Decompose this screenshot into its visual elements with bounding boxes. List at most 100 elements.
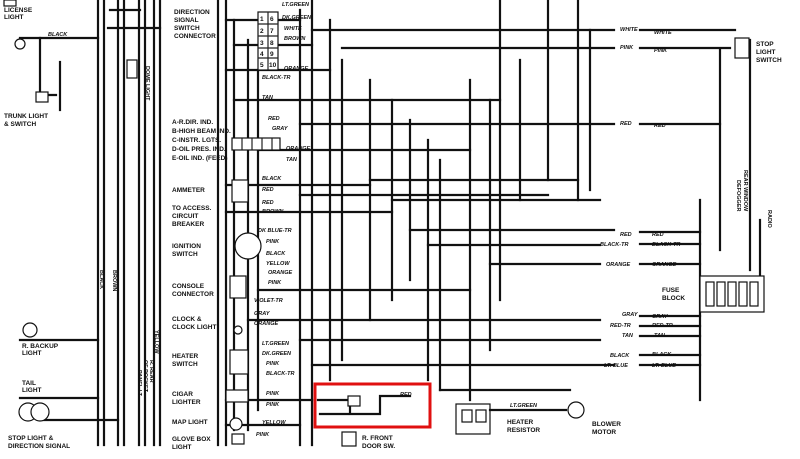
wire-lbl-red-right-2: RED xyxy=(654,123,666,129)
radio-label: RADIO xyxy=(766,210,772,228)
stop-light-switch: STOP LIGHT SWITCH xyxy=(734,37,782,64)
wire-lbl-dkbluetr: DK BLUE-TR xyxy=(258,228,292,234)
rear-defogger: REAR WINDOW DEFOGGER xyxy=(735,170,748,212)
glove-box-label-1: GLOVE BOX xyxy=(172,436,211,443)
wire-lbl-ltblue-fuse: LT. BLUE xyxy=(604,363,628,369)
indicator-block xyxy=(231,137,281,151)
highlight-cigar-circuit: RED xyxy=(313,382,432,429)
wire-lbl-black-ign: BLACK xyxy=(266,251,286,257)
front-door-label-2: DOOR SW. xyxy=(362,443,395,450)
pin-9: 9 xyxy=(270,51,274,58)
wire-lbl-orange-conn: ORANGE xyxy=(284,66,308,72)
defogger-label-2: DEFOGGER xyxy=(735,180,741,212)
wire-lbl-blacktr-fuse: BLACK-TR xyxy=(600,242,628,248)
backup-label-2: LIGHT xyxy=(22,350,42,357)
indicator-e: E-OIL IND. (FEED) xyxy=(172,155,228,162)
console-connector-symbol xyxy=(229,275,247,299)
wire-lbl-orange-fuse: ORANGE xyxy=(606,262,630,268)
wire-lbl-red-fuse-2: RED xyxy=(652,232,664,238)
blower-label-1: BLOWER xyxy=(592,421,621,428)
wire-lbl-brown-conn: BROWN xyxy=(284,36,306,42)
left-harness xyxy=(18,0,162,447)
wire-lbl-gray-fuse: GRAY xyxy=(622,312,639,318)
wire-lbl-orange-ign: ORANGE xyxy=(268,270,292,276)
glove-box-label-2: LIGHT xyxy=(172,444,192,451)
pin-8: 8 xyxy=(270,40,274,47)
ammeter-symbol xyxy=(231,179,249,203)
wire-lbl-red-breaker: RED xyxy=(262,200,274,206)
clock-label-1: CLOCK & xyxy=(172,316,202,323)
license-label-1: LICENSE xyxy=(4,7,33,14)
ignition-label-2: SWITCH xyxy=(172,251,198,258)
wire-lbl-black-amm: BLACK xyxy=(262,176,282,182)
pin-6: 6 xyxy=(270,16,274,23)
cigar-lighter-symbol xyxy=(225,389,249,403)
tail-label-1: TAIL xyxy=(22,380,36,387)
license-light: LICENSE LIGHT xyxy=(3,0,33,21)
pin-7: 7 xyxy=(270,28,274,35)
pin-10: 10 xyxy=(269,62,277,69)
blower-label-2: MOTOR xyxy=(592,429,616,436)
wire-lbl-ltgreen-heater: LT.GREEN xyxy=(262,341,290,347)
wire-lbl-ltgreen-top: LT.GREEN xyxy=(282,2,310,8)
component-labels: DIRECTION SIGNAL SWITCH CONNECTOR A-R.DI… xyxy=(172,9,231,451)
wire-lbl-gray-ind: GRAY xyxy=(272,126,289,132)
wire-lbl-orange-clock: ORANGE xyxy=(254,321,278,327)
wire-lbl-red-ind: RED xyxy=(268,116,280,122)
wire-lbl-pink-right-2: PINK xyxy=(654,48,668,54)
front-door-label-1: R. FRONT xyxy=(362,435,393,442)
ignition-switch-symbol xyxy=(234,232,262,260)
wire-lbl-gray-fuse-2: GRAY xyxy=(652,314,669,320)
wire-lbl-pink-ign: PINK xyxy=(266,239,280,245)
rear-panel-label-1: R. REAR xyxy=(148,360,154,383)
rear-panel-label-3: PANEL LT xyxy=(136,370,142,397)
wire-lbl-tan: TAN xyxy=(262,95,274,101)
wire-lbl-brown-breaker: BROWN xyxy=(262,209,284,215)
wire-lbl-pink-right: PINK xyxy=(620,45,634,51)
vert-wire-brown: BROWN xyxy=(111,270,117,291)
wire-lbl-white-right-2: WHITE xyxy=(654,30,672,36)
wire-lbl-pink-cigar: PINK xyxy=(266,391,280,397)
wire-lbl-ltblue-fuse-2: LT. BLUE xyxy=(652,363,676,369)
r-backup-light: R. BACKUP LIGHT xyxy=(22,322,59,357)
wire-label-black-top: BLACK xyxy=(48,32,68,38)
wire-lbl-dkgreen-heater: DK.GREEN xyxy=(262,351,292,357)
heater-resistor-label-2: RESISTOR xyxy=(507,427,540,434)
wire-lbl-violettr: VIOLET-TR xyxy=(254,298,283,304)
wire-lbl-black-fuse: BLACK xyxy=(610,353,630,359)
wire-lbl-gray-clock: GRAY xyxy=(254,311,271,317)
cigar-label-1: CIGAR xyxy=(172,391,193,398)
pin-3: 3 xyxy=(260,40,264,47)
indicator-a: A-R.DIR. IND. xyxy=(172,119,213,126)
dir-signal-label-4: CONNECTOR xyxy=(174,33,216,40)
breaker-label-1: TO ACCESS. xyxy=(172,205,212,212)
rear-panel-label-2: OF POCKET xyxy=(142,360,148,393)
breaker-label-3: BREAKER xyxy=(172,221,204,228)
dir-signal-label-3: SWITCH xyxy=(174,25,200,32)
heater-sw-label-1: HEATER xyxy=(172,353,199,360)
wire-lbl-yellow-ign: YELLOW xyxy=(266,261,290,267)
dir-signal-connector: 1 6 2 7 3 8 4 9 5 10 xyxy=(257,11,279,71)
tail-label-2: LIGHT xyxy=(22,387,42,394)
map-light-symbol xyxy=(229,417,243,431)
vert-wire-black: BLACK xyxy=(98,270,104,289)
heater-resistor: HEATER RESISTOR xyxy=(455,403,540,435)
blower-motor: BLOWER MOTOR xyxy=(488,401,621,436)
wire-lbl-pink-cigar-2: PINK xyxy=(266,402,280,408)
stop-switch-label-3: SWITCH xyxy=(756,57,782,64)
clock-symbol xyxy=(233,325,243,335)
heater-switch-symbol xyxy=(229,349,249,375)
clock-label-2: CLOCK LIGHT xyxy=(172,324,216,331)
dome-light: DOME LIGHT xyxy=(126,59,150,101)
dir-signal-label-2: SIGNAL xyxy=(174,17,199,24)
wire-lbl-blacktr-conn: BLACK-TR xyxy=(262,75,290,81)
breaker-label-2: CIRCUIT xyxy=(172,213,198,220)
fuse-block: FUSE BLOCK xyxy=(662,275,765,313)
pin-5: 5 xyxy=(260,62,264,69)
wire-lbl-redtr-fuse-2: RED-TR xyxy=(652,323,673,329)
fuse-block-label-1: FUSE xyxy=(662,287,680,294)
pin-2: 2 xyxy=(260,28,264,35)
indicator-c: C-INSTR. LGTS. xyxy=(172,137,221,144)
wire-lbl-blacktr-heater: BLACK-TR xyxy=(266,371,294,377)
